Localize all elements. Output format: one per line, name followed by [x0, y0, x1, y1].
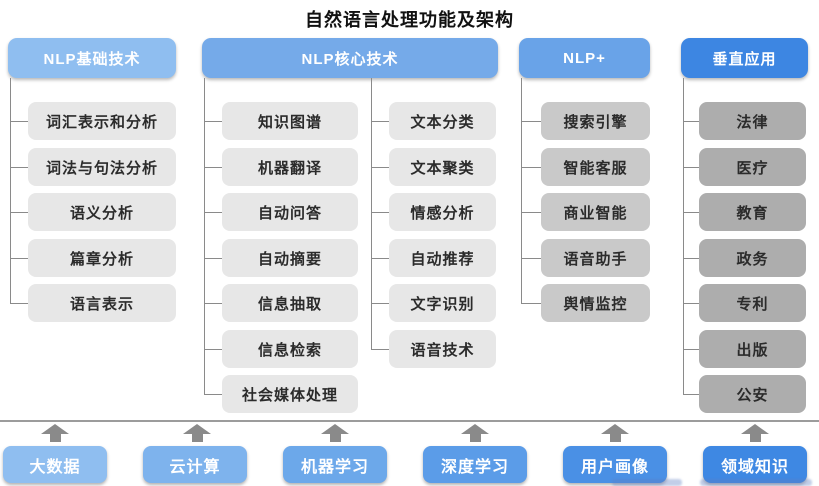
connector-line	[683, 303, 699, 304]
connector-line	[521, 167, 541, 168]
diagram-title: 自然语言处理功能及架构	[305, 10, 514, 30]
connector-line	[371, 167, 389, 168]
node-box: 专利	[699, 284, 806, 322]
foundation-box-cloud-computing: 云计算	[143, 446, 247, 483]
node-box: 社会媒体处理	[222, 375, 358, 413]
connector-line	[521, 303, 541, 304]
up-arrow-icon	[321, 424, 349, 442]
connector-line	[371, 121, 389, 122]
column-header-nlp-plus: NLP+	[519, 38, 650, 78]
foundation-box-domain-knowledge: 领域知识	[703, 446, 807, 483]
foundation-box-deep-learning: 深度学习	[423, 446, 527, 483]
connector-line	[204, 167, 222, 168]
connector-line	[521, 212, 541, 213]
connector-line	[204, 394, 222, 395]
column-header-vertical-apps: 垂直应用	[681, 38, 808, 78]
node-box: 公安	[699, 375, 806, 413]
connector-line	[683, 167, 699, 168]
node-box: 出版	[699, 330, 806, 368]
connector-line	[683, 78, 684, 394]
connector-line	[204, 212, 222, 213]
node-box: 舆情监控	[541, 284, 650, 322]
watermark-remnant	[612, 479, 682, 486]
node-box: 法律	[699, 102, 806, 140]
connector-line	[10, 167, 28, 168]
watermark-remnant	[700, 479, 812, 486]
node-box: 语音助手	[541, 239, 650, 277]
node-box: 语言表示	[28, 284, 176, 322]
node-box: 机器翻译	[222, 148, 358, 186]
node-box: 自动问答	[222, 193, 358, 231]
foundation-box-user-profile: 用户画像	[563, 446, 667, 483]
node-box: 文本聚类	[389, 148, 496, 186]
node-box: 词汇表示和分析	[28, 102, 176, 140]
node-box: 自动摘要	[222, 239, 358, 277]
connector-line	[683, 121, 699, 122]
connector-line	[204, 258, 222, 259]
column-header-nlp-basics: NLP基础技术	[8, 38, 176, 78]
node-box: 医疗	[699, 148, 806, 186]
node-box: 语音技术	[389, 330, 496, 368]
up-arrow-icon	[601, 424, 629, 442]
node-box: 信息检索	[222, 330, 358, 368]
connector-line	[683, 212, 699, 213]
connector-line	[10, 258, 28, 259]
node-box: 自动推荐	[389, 239, 496, 277]
node-box: 政务	[699, 239, 806, 277]
connector-line	[204, 349, 222, 350]
up-arrow-icon	[741, 424, 769, 442]
connector-line	[10, 78, 11, 303]
connector-line	[371, 303, 389, 304]
connector-line	[10, 212, 28, 213]
connector-line	[10, 303, 28, 304]
connector-line	[683, 349, 699, 350]
connector-line	[521, 121, 541, 122]
connector-line	[521, 78, 522, 303]
node-box: 信息抽取	[222, 284, 358, 322]
connector-line	[371, 349, 389, 350]
up-arrow-icon	[183, 424, 211, 442]
up-arrow-icon	[461, 424, 489, 442]
connector-line	[371, 258, 389, 259]
node-box: 知识图谱	[222, 102, 358, 140]
connector-line	[204, 303, 222, 304]
node-box: 情感分析	[389, 193, 496, 231]
connector-line	[204, 78, 205, 394]
column-header-nlp-core: NLP核心技术	[202, 38, 498, 78]
connector-line	[371, 212, 389, 213]
node-box: 语义分析	[28, 193, 176, 231]
node-box: 文本分类	[389, 102, 496, 140]
node-box: 教育	[699, 193, 806, 231]
connector-line	[10, 121, 28, 122]
connector-line	[683, 394, 699, 395]
connector-line	[204, 121, 222, 122]
node-box: 商业智能	[541, 193, 650, 231]
node-box: 篇章分析	[28, 239, 176, 277]
node-box: 搜索引擎	[541, 102, 650, 140]
node-box: 文字识别	[389, 284, 496, 322]
connector-line	[371, 78, 372, 349]
foundation-box-machine-learning: 机器学习	[283, 446, 387, 483]
separator-line	[0, 420, 819, 422]
node-box: 词法与句法分析	[28, 148, 176, 186]
connector-line	[521, 258, 541, 259]
connector-line	[683, 258, 699, 259]
up-arrow-icon	[41, 424, 69, 442]
node-box: 智能客服	[541, 148, 650, 186]
foundation-box-big-data: 大数据	[3, 446, 107, 483]
